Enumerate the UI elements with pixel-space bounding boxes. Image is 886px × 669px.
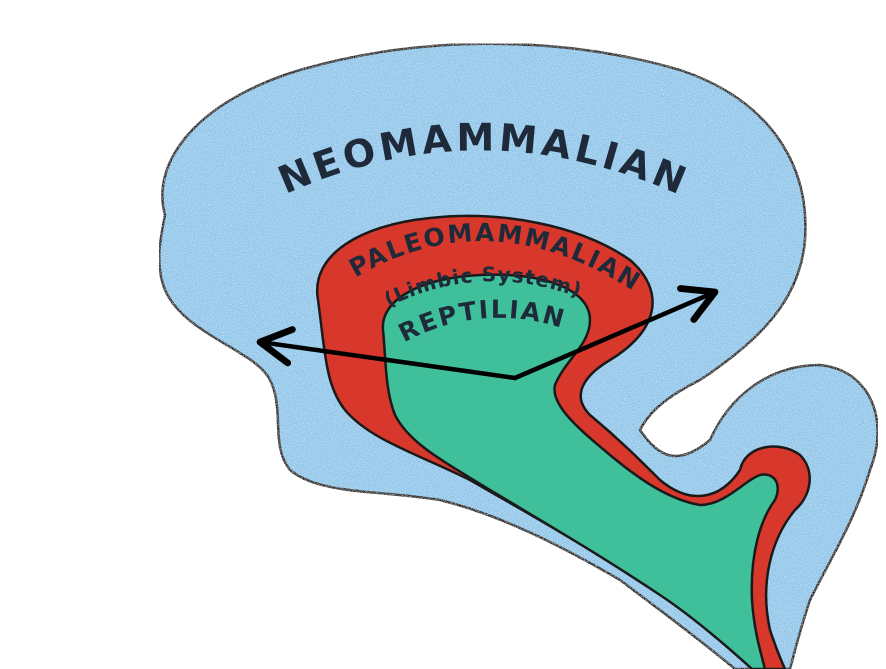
triune-brain-diagram: NEOMAMMALIAN PALEOMAMMALIAN (Limbic Syst…	[0, 0, 886, 669]
